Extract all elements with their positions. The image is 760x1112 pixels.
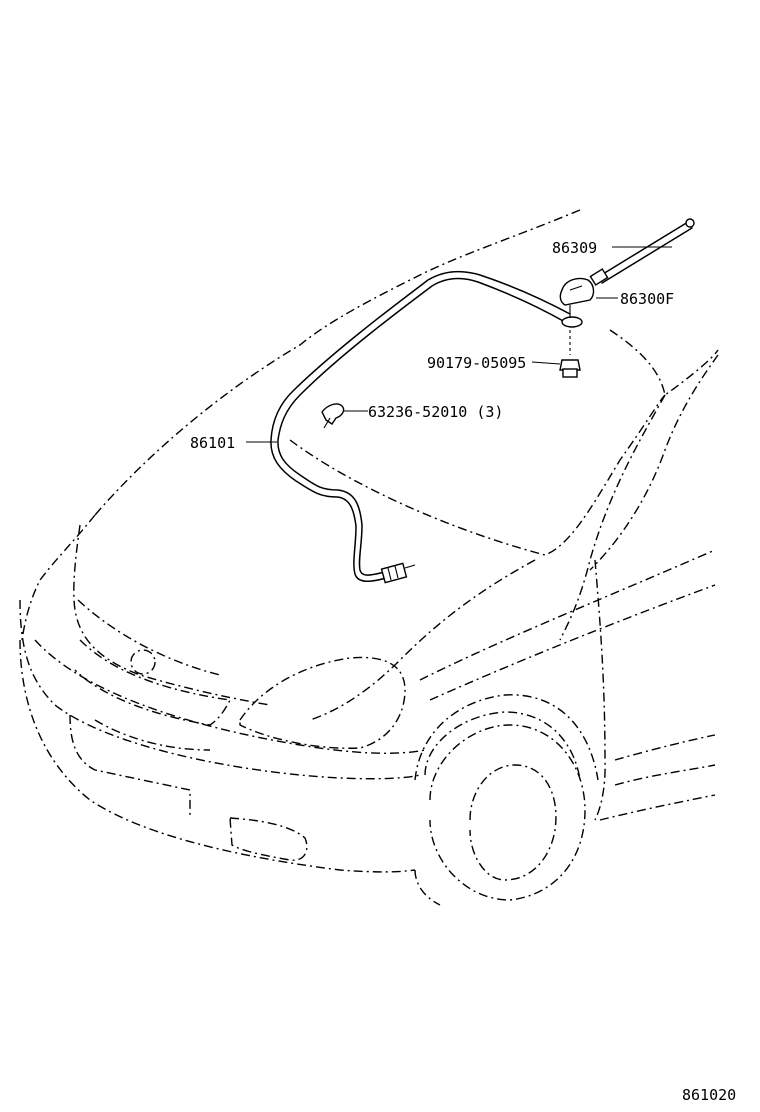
antenna-cord — [270, 270, 571, 584]
label-86300F: 86300F — [620, 290, 674, 308]
antenna-rod — [589, 218, 695, 286]
car-body-outline — [19, 209, 719, 906]
label-90179-05095: 90179-05095 — [427, 354, 526, 372]
label-86309: 86309 — [552, 239, 597, 257]
antenna-base — [559, 277, 595, 328]
screw — [559, 330, 581, 378]
clip — [321, 403, 345, 429]
leader-lines — [246, 246, 672, 443]
figure-number: 861020 — [682, 1086, 736, 1104]
label-63236-52010: 63236-52010 (3) — [368, 403, 503, 421]
label-86101: 86101 — [190, 434, 235, 452]
